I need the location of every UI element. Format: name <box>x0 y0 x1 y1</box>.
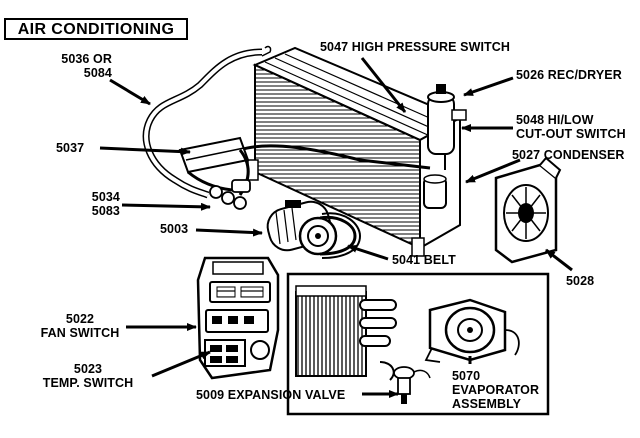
label-5070: 5070 EVAPORATOR ASSEMBLY <box>452 369 539 411</box>
label-5070-line3: ASSEMBLY <box>452 397 522 411</box>
label-5047: 5047 HIGH PRESSURE SWITCH <box>320 40 511 54</box>
label-5027: 5027 CONDENSER <box>512 148 625 162</box>
arrow-5003 <box>195 228 263 237</box>
label-5028: 5028 <box>566 274 595 288</box>
hose-5036 <box>142 45 272 199</box>
control-panel <box>196 256 280 380</box>
evaporator-core <box>295 285 397 381</box>
fan-assembly-5028 <box>494 156 562 264</box>
label-5070-line2: EVAPORATOR <box>452 383 540 397</box>
label-5034-line2: 5083 <box>91 204 120 218</box>
label-5036-line1: 5036 OR <box>61 52 112 66</box>
title-box: AIR CONDITIONING <box>4 18 188 40</box>
evaporator-assembly-box <box>286 272 550 416</box>
label-5034-line1: 5034 <box>91 190 120 204</box>
arrow-5037 <box>99 146 191 156</box>
label-5036-line2: 5084 <box>83 66 112 80</box>
label-5023: 5023 TEMP. SWITCH <box>18 362 158 390</box>
label-5034: 5034 5083 <box>60 190 120 218</box>
label-5003: 5003 <box>160 222 189 236</box>
arrow-5036 <box>109 78 151 106</box>
label-5048-line1: 5048 HI/LOW <box>516 113 594 127</box>
arrow-5028 <box>545 248 573 272</box>
expansion-valve-5009 <box>393 366 431 404</box>
belt-5041 <box>319 212 362 259</box>
leader-arrows <box>99 57 573 398</box>
arrow-5023 <box>151 350 211 378</box>
receiver-dryer-5026 <box>427 84 467 170</box>
label-5048: 5048 HI/LOW CUT-OUT SWITCH <box>516 113 626 141</box>
diagram-title: AIR CONDITIONING <box>17 21 175 38</box>
label-5070-line1: 5070 <box>452 369 481 383</box>
label-5041: 5041 BELT <box>392 253 456 267</box>
label-5023-line1: 5023 <box>73 362 103 376</box>
label-5022-line2: FAN SWITCH <box>40 326 120 340</box>
arrow-5026 <box>463 76 514 97</box>
condenser-canister <box>423 174 447 209</box>
blower-motor-5070 <box>424 298 520 363</box>
arrow-5027 <box>465 158 521 184</box>
compressor-5003 <box>266 200 338 256</box>
label-5048-line2: CUT-OUT SWITCH <box>516 127 626 141</box>
arrow-5047 <box>360 57 407 113</box>
label-5036: 5036 OR 5084 <box>20 52 112 80</box>
label-5026: 5026 REC/DRYER <box>516 68 622 82</box>
arrow-5041 <box>347 244 389 261</box>
label-5022: 5022 FAN SWITCH <box>20 312 140 340</box>
hoses-5034-5083 <box>209 179 251 210</box>
label-5009: 5009 EXPANSION VALVE <box>196 388 346 402</box>
label-5022-line1: 5022 <box>65 312 95 326</box>
label-5037: 5037 <box>56 141 85 155</box>
arrow-5034 <box>121 202 211 211</box>
hose-5037 <box>178 136 250 196</box>
label-5023-line2: TEMP. SWITCH <box>42 376 134 390</box>
